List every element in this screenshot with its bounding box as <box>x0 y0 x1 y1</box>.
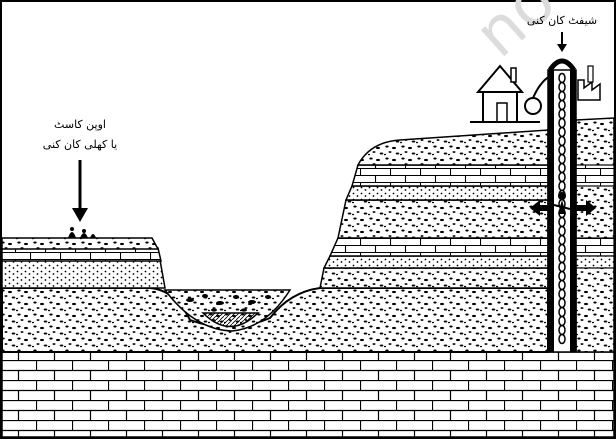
right-brick-lower <box>575 237 615 257</box>
hill-fine-layer-lower <box>322 255 549 269</box>
left-top-layer <box>1 237 160 250</box>
left-fine-layer <box>1 259 166 289</box>
chain-link <box>558 333 566 345</box>
factory-icon <box>577 65 601 101</box>
left-brick-layer <box>1 247 162 262</box>
bedrock-layer <box>1 351 615 438</box>
winding-wheel-icon <box>524 75 551 115</box>
hill-brick-layer-lower <box>328 237 549 257</box>
right-fine-layer <box>575 255 615 269</box>
shaft-mining-label: شیفٹ کان کنی <box>527 14 597 27</box>
hill-lower-gravel-layer <box>319 267 549 289</box>
down-arrow-icon <box>557 32 567 52</box>
opencast-label-line1: اوپن کاسٹ <box>54 118 106 131</box>
hill-top-layer <box>356 129 549 166</box>
opencast-miners <box>68 227 96 238</box>
down-arrow-icon <box>72 160 88 222</box>
right-brick-upper <box>575 164 615 187</box>
opencast-pit <box>163 289 292 332</box>
miner-figure-icon <box>553 192 571 214</box>
hill-middle-gravel-layer <box>337 199 549 239</box>
shaft-headframe <box>547 58 577 72</box>
shaft-tunnel-arrows <box>530 200 596 216</box>
hill-brick-layer-upper <box>351 164 549 187</box>
right-edge-layers <box>575 117 615 353</box>
house-icon <box>470 64 540 123</box>
shaft-wall-left <box>548 70 554 352</box>
opencast-pit-floor <box>201 312 260 328</box>
pit-rubble <box>186 294 271 312</box>
opencast-label-line2: یا کھلی کان کنی <box>43 138 117 151</box>
shaft-wall-right <box>570 70 576 352</box>
shaft-hoist-chain <box>558 72 566 345</box>
hill-fine-layer-upper <box>344 185 549 201</box>
